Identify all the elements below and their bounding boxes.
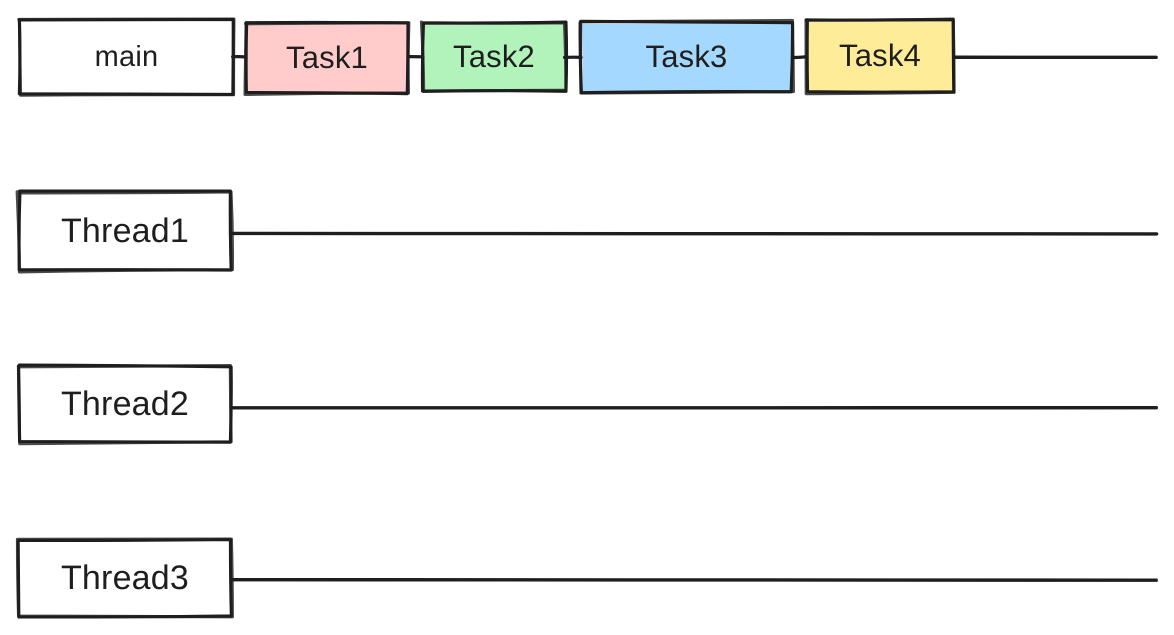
lane-box-thread3-fill (20, 541, 230, 615)
task-box-task4-outline (804, 17, 956, 96)
task-box-task1[interactable] (243, 20, 411, 96)
task-box-task4-fill (808, 21, 953, 92)
lane-box-main-fill (21, 21, 232, 93)
lane-box-thread2-outline (16, 364, 233, 446)
lane-box-thread3[interactable] (15, 537, 234, 619)
lane-box-thread1-fill (20, 193, 230, 269)
task-box-task2-fill (424, 24, 565, 91)
lane-box-thread1-outline (15, 190, 235, 274)
task-box-task3[interactable] (578, 18, 795, 95)
lane-box-thread2[interactable] (16, 363, 233, 446)
lane-box-thread3-outline (15, 537, 234, 619)
task-box-task2-outline (419, 20, 568, 94)
lane-box-main[interactable] (17, 17, 236, 97)
lane-box-thread2-fill (20, 367, 230, 441)
task-box-task1-outline (243, 21, 411, 96)
task-box-task3-fill (582, 23, 792, 92)
lane-box-thread1[interactable] (15, 189, 235, 274)
task-box-task3-outline (578, 18, 795, 95)
task-box-task2[interactable] (419, 20, 569, 94)
connector-task4 (790, 55, 809, 60)
task-box-task4[interactable] (804, 17, 956, 96)
task-box-task1-fill (247, 24, 408, 93)
lane-box-main-outline (17, 17, 236, 97)
